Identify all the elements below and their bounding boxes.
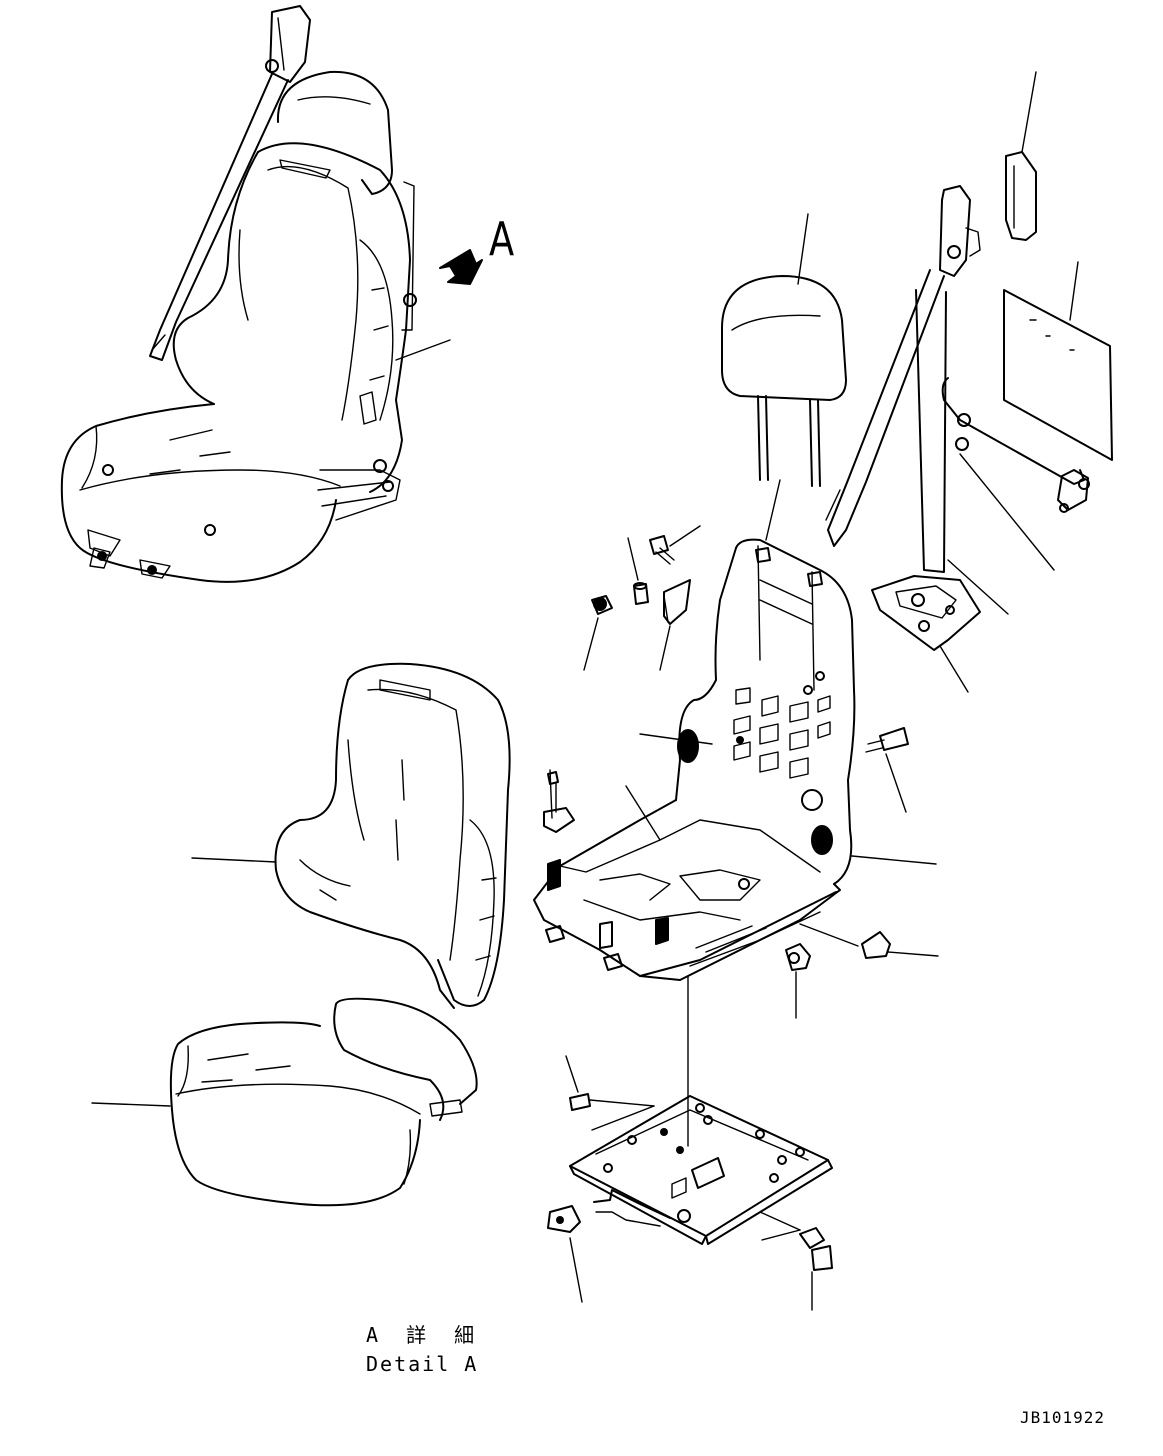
backrest-cover-drawing — [191, 662, 511, 1009]
detail-caption-english: Detail A — [366, 1352, 479, 1376]
seat-frame-drawing — [533, 479, 937, 1147]
seat-cushion-drawing — [91, 997, 478, 1207]
assembled-seat-drawing — [60, 5, 483, 583]
seat-belt-drawing — [825, 71, 1113, 693]
detail-caption-japanese: A 詳 細 — [366, 1323, 483, 1347]
drawing-number: JB101922 — [1020, 1408, 1106, 1427]
fasteners-drawing — [543, 525, 939, 1019]
headrest-drawing — [721, 213, 847, 487]
view-label-a: A — [489, 212, 515, 266]
slide-base-drawing — [547, 1055, 833, 1311]
